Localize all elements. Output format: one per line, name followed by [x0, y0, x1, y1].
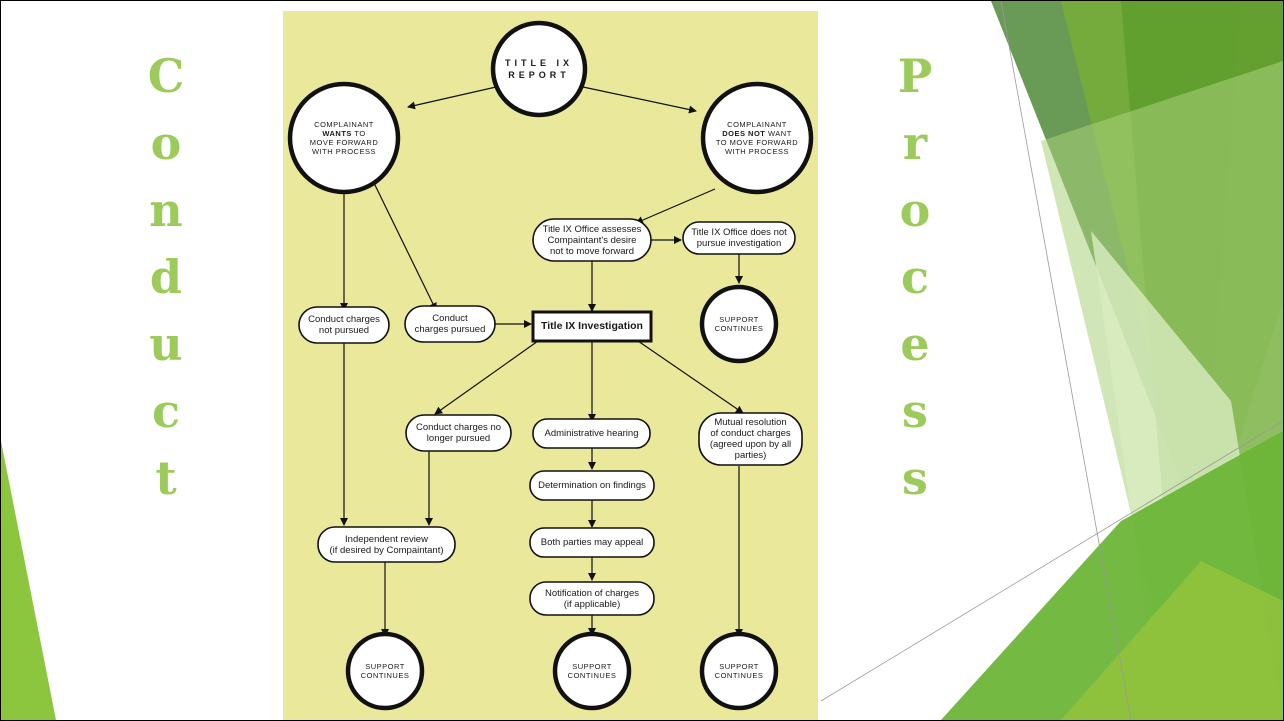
investigation-box — [531, 310, 653, 343]
title-letter: d — [149, 250, 183, 304]
flowchart-graphics — [287, 20, 814, 711]
title-letter: r — [902, 116, 928, 170]
appeal-node: Both parties may appeal — [540, 537, 644, 548]
title-letter: u — [149, 317, 183, 371]
determination-node: Determination on findings — [538, 480, 646, 491]
report-circle — [490, 20, 588, 118]
title-ix-investigation-node: Title IX Investigation — [541, 320, 643, 332]
wants-circle — [287, 81, 401, 195]
support-circle — [699, 631, 779, 711]
support-circle — [552, 631, 632, 711]
does-not-circle — [700, 81, 814, 195]
title-letter: c — [151, 384, 180, 438]
title-letter: o — [899, 183, 931, 237]
flow-arrows — [340, 86, 744, 637]
title-letter: P — [897, 49, 933, 103]
flow-boxes — [298, 218, 803, 616]
independent-review-node: Independent review(if desired by Compain… — [329, 533, 444, 556]
title-letter: C — [147, 49, 185, 103]
title-letter: e — [900, 317, 930, 371]
title-letter: s — [902, 384, 928, 438]
title-letter: s — [902, 451, 928, 505]
administrative-hearing-node: Administrative hearing — [544, 428, 639, 439]
title-letter: n — [149, 183, 183, 237]
process-vertical-title: P r o c e s s — [885, 43, 945, 512]
notification-node: Notification of charges(if applicable) — [545, 587, 639, 610]
title-letter: t — [155, 451, 177, 505]
flow-circles — [287, 20, 814, 711]
complainant-does-not-node: COMPLAINANT DOES NOT WANT TO MOVE FORWAR… — [715, 120, 799, 156]
support-circle — [345, 631, 425, 711]
title-letter: o — [150, 116, 182, 170]
complainant-wants-node: COMPLAINANT WANTS TO MOVE FORWARD WITH P… — [309, 120, 379, 156]
support-circle — [699, 284, 779, 364]
conduct-vertical-title: C o n d u c t — [136, 43, 196, 512]
title-letter: c — [900, 250, 929, 304]
